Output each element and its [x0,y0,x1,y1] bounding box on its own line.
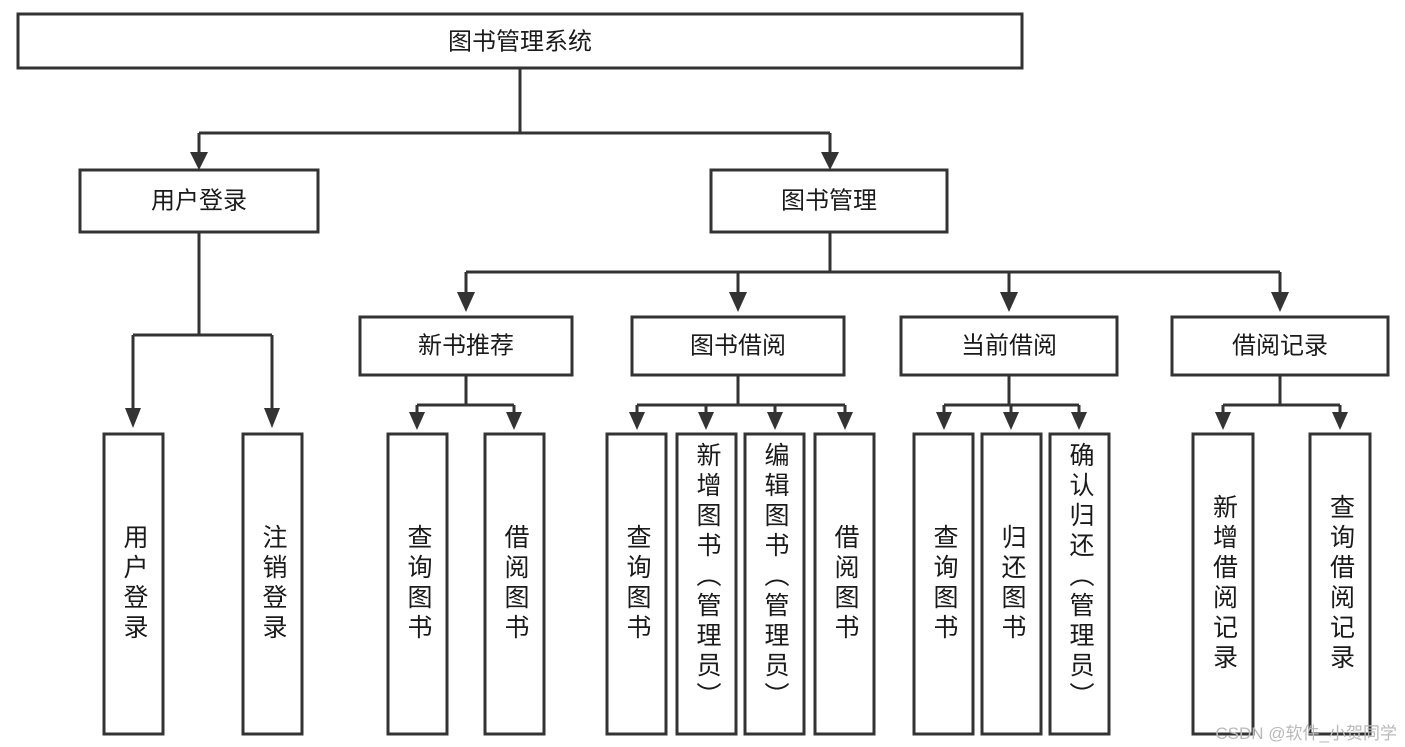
node-leaf-borrow-book-2-box[interactable] [813,432,876,736]
node-leaf-edit-book[interactable]: 编辑图书（管理员） [743,432,806,736]
node-leaf-query-book-1[interactable]: 查询图书 [386,432,449,736]
node-current-borrow[interactable]: 当前借阅 [899,315,1119,377]
node-leaf-query-book-1-label: 查询图书 [404,524,432,644]
node-leaf-add-record[interactable]: 新增借阅记录 [1191,432,1255,736]
node-leaf-borrow-book-2-label: 借阅图书 [831,524,859,644]
node-leaf-confirm-return-label: 确认归还（管理员） [1066,442,1094,712]
node-book-manage-label: 图书管理 [781,187,877,214]
arrowhead-new-book-rec [457,292,475,312]
arrowhead-leaf-add-record [1215,412,1231,430]
node-book-manage-box[interactable] [709,168,949,234]
node-leaf-query-book-1-box[interactable] [386,432,449,736]
node-new-book-rec-label: 新书推荐 [418,332,514,359]
node-user-login-label: 用户登录 [151,187,247,214]
arrowhead-book-borrow [729,292,747,312]
arrowhead-leaf-query-record [1332,412,1348,430]
arrowhead-leaf-logout [264,408,280,428]
node-leaf-edit-book-label: 编辑图书（管理员） [761,442,789,712]
node-leaf-add-record-label: 新增借阅记录 [1209,494,1238,674]
arrowhead-user-login [190,152,208,170]
node-borrow-record[interactable]: 借阅记录 [1170,315,1390,377]
leaf-nodes-layer: 用户登录 注销登录 查询图书 借阅图书 [102,432,1372,736]
connectors-layer [125,68,1348,430]
node-user-login[interactable]: 用户登录 [78,168,320,234]
node-leaf-user-login-box[interactable] [102,432,165,736]
node-new-book-rec-box[interactable] [358,315,574,377]
node-root[interactable]: 图书管理系统 [16,12,1024,70]
node-leaf-user-login-label: 用户登录 [120,524,148,644]
node-book-borrow[interactable]: 图书借阅 [630,315,846,377]
arrowhead-leaf-return-book [1003,412,1019,430]
node-leaf-add-record-box[interactable] [1191,432,1255,736]
arrowhead-leaf-edit-book [767,412,783,430]
node-leaf-query-book-3[interactable]: 查询图书 [912,432,975,736]
arrowhead-current-borrow [1000,292,1018,312]
node-leaf-edit-book-box[interactable] [743,432,806,736]
node-book-manage[interactable]: 图书管理 [709,168,949,234]
arrowhead-leaf-add-book [698,412,714,430]
node-book-borrow-label: 图书借阅 [690,332,786,359]
arrowhead-leaf-borrow-book-2 [837,412,853,430]
node-current-borrow-box[interactable] [899,315,1119,377]
node-leaf-user-login[interactable]: 用户登录 [102,432,165,736]
arrowhead-leaf-borrow-book-1 [506,412,522,430]
node-borrow-record-label: 借阅记录 [1232,332,1328,359]
arrowhead-book-manage [821,152,839,170]
node-root-label: 图书管理系统 [448,28,592,55]
node-borrow-record-box[interactable] [1170,315,1390,377]
node-leaf-confirm-return[interactable]: 确认归还（管理员） [1048,432,1111,736]
node-leaf-logout-box[interactable] [241,432,304,736]
node-leaf-return-book-label: 归还图书 [998,524,1026,644]
node-leaf-add-book[interactable]: 新增图书（管理员） [675,432,738,736]
arrowhead-leaf-user-login [125,408,141,428]
arrowhead-leaf-query-book-1 [409,412,425,430]
node-leaf-query-book-2-box[interactable] [605,432,668,736]
node-new-book-rec[interactable]: 新书推荐 [358,315,574,377]
arrowhead-leaf-confirm-return [1071,412,1087,430]
node-current-borrow-label: 当前借阅 [961,332,1057,359]
node-leaf-query-book-2[interactable]: 查询图书 [605,432,668,736]
node-leaf-return-book-box[interactable] [980,432,1043,736]
node-leaf-borrow-book-1[interactable]: 借阅图书 [483,432,546,736]
node-leaf-query-record-box[interactable] [1308,432,1372,736]
arrowhead-leaf-query-book-2 [629,412,645,430]
node-leaf-query-book-3-label: 查询图书 [930,524,958,644]
node-leaf-query-record[interactable]: 查询借阅记录 [1308,432,1372,736]
node-leaf-logout[interactable]: 注销登录 [241,432,304,736]
node-leaf-logout-label: 注销登录 [259,524,287,644]
arrowhead-leaf-query-book-3 [936,412,952,430]
node-leaf-confirm-return-box[interactable] [1048,432,1111,736]
node-leaf-query-record-label: 查询借阅记录 [1326,494,1355,674]
node-leaf-borrow-book-1-box[interactable] [483,432,546,736]
node-leaf-borrow-book-1-label: 借阅图书 [501,524,529,644]
node-leaf-add-book-label: 新增图书（管理员） [693,442,721,712]
node-book-borrow-box[interactable] [630,315,846,377]
node-leaf-query-book-3-box[interactable] [912,432,975,736]
node-leaf-add-book-box[interactable] [675,432,738,736]
arrowhead-borrow-record [1271,292,1289,312]
node-leaf-return-book[interactable]: 归还图书 [980,432,1043,736]
node-leaf-query-book-2-label: 查询图书 [623,524,651,644]
node-leaf-borrow-book-2[interactable]: 借阅图书 [813,432,876,736]
node-user-login-box[interactable] [78,168,320,234]
node-root-box[interactable] [16,12,1024,70]
